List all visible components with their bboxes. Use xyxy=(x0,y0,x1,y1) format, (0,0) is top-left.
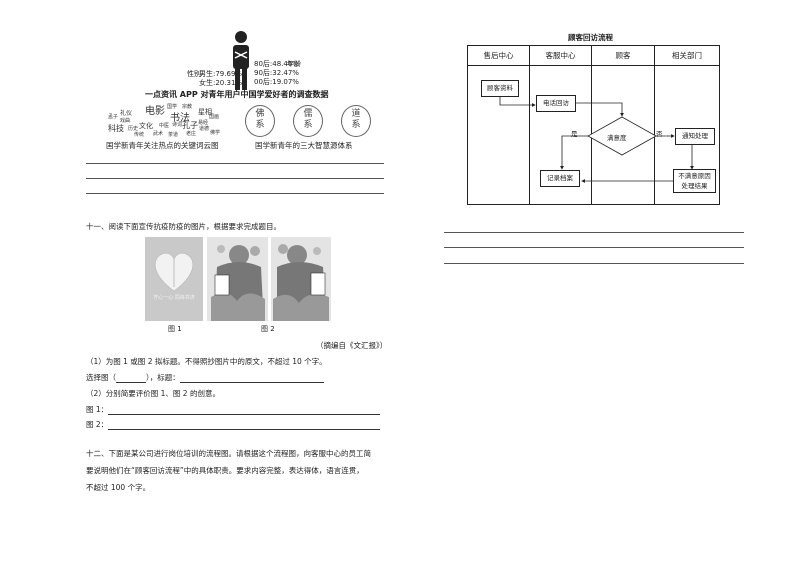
figure-2-left-image xyxy=(207,237,268,321)
system-label: 儒系 xyxy=(303,109,313,130)
door-god-icon xyxy=(271,237,331,321)
ans1-label: 图 1： xyxy=(86,405,109,414)
lane-header: 客服中心 xyxy=(529,45,592,66)
age-label: 年龄 xyxy=(287,60,301,68)
cloud-word: 礼仪 xyxy=(120,110,133,117)
node-customer-info: 顾客资料 xyxy=(481,80,519,97)
cloud-word: 孟子 xyxy=(108,114,119,120)
lane-label: 相关部门 xyxy=(672,51,702,60)
cloud-word: 茶道 xyxy=(168,132,179,138)
answer-line[interactable] xyxy=(444,263,744,264)
q11-ans2-row: 图 2： xyxy=(86,419,381,430)
system-buddhism: 佛系 xyxy=(245,105,275,137)
door-god-icon xyxy=(207,237,268,321)
node-record: 记录档案 xyxy=(540,170,580,187)
word-cloud: 礼仪 电影 国学 宗教 星相 书法 易经 戏曲 科技 历史 文化 中医 诗词 孔… xyxy=(106,100,226,138)
cloud-word: 历史 xyxy=(128,126,139,132)
age-00: 00后:19.07% xyxy=(254,78,299,86)
answer-line[interactable] xyxy=(86,193,384,194)
q11-choose-row: 选择图（ ），标题： xyxy=(86,372,324,383)
cloud-word: 老庄 xyxy=(186,131,197,137)
choose-label: 选择图（ xyxy=(86,373,116,382)
node-satisfaction: 满意度 xyxy=(607,134,627,142)
answer-line[interactable] xyxy=(86,163,384,164)
system-taoism: 道系 xyxy=(341,105,371,137)
cloud-word: 中医 xyxy=(159,123,170,129)
q11-sub1: （1）为图 1 或图 2 拟标题。不得照抄图片中的原文，不超过 10 个字。 xyxy=(86,357,327,366)
lane-label: 售后中心 xyxy=(483,51,514,60)
cloud-word: 书法 xyxy=(170,113,190,124)
ans2-blank[interactable] xyxy=(108,421,381,430)
lane-label: 顾客 xyxy=(615,51,631,60)
figure-2-caption: 图 2 xyxy=(261,325,275,333)
figure-1-image: 齐心一心 同舟共济 xyxy=(145,237,203,321)
survey-title: 一点资讯 APP 对青年用户中国学爱好者的调查数据 xyxy=(145,90,329,99)
cloud-word: 武术 xyxy=(153,131,164,137)
system-label: 道系 xyxy=(351,109,361,130)
answer-line[interactable] xyxy=(444,232,744,233)
lane-header: 顾客 xyxy=(591,45,655,66)
node-reason: 不满意原因 处理结果 xyxy=(673,169,716,193)
cloud-word: 宗教 xyxy=(182,104,193,110)
lane-header: 售后中心 xyxy=(467,45,530,66)
source-note: （摘编自《文汇报》） xyxy=(316,341,388,350)
gender-label: 性别 xyxy=(187,70,201,78)
choose-mid-label: ），标题： xyxy=(146,373,180,382)
choose-figure-blank[interactable] xyxy=(116,374,146,383)
lane-label: 客服中心 xyxy=(545,51,576,60)
cloud-word: 国画 xyxy=(209,114,220,120)
lane-header: 相关部门 xyxy=(654,45,720,66)
q12-line1: 十二、下面是某公司进行岗位培训的流程图。请根据这个流程图，向客服中心的员工简 xyxy=(86,449,371,458)
age-90: 90后:32.47% xyxy=(254,69,299,77)
flow-arrows xyxy=(499,97,694,183)
node-phone-visit: 电话回访 xyxy=(536,95,576,112)
answer-line[interactable] xyxy=(86,178,384,179)
ans2-label: 图 2： xyxy=(86,420,109,429)
q11-stem: 十一、阅读下面宣传抗疫防疫的图片，根据要求完成题目。 xyxy=(86,222,281,231)
gender-female: 女生:20.31% xyxy=(199,79,243,87)
no-label: 否 xyxy=(656,130,663,138)
cloud-word: 文化 xyxy=(139,122,153,130)
cloud-word: 星相 xyxy=(198,108,212,116)
cloud-word: 传统 xyxy=(134,132,145,138)
cloud-word: 电影 xyxy=(145,106,165,117)
cloud-word: 国学 xyxy=(167,104,178,110)
flowchart-title: 顾客回访流程 xyxy=(568,33,613,42)
systems-caption: 国学新青年的三大智慧源体系 xyxy=(255,141,353,150)
q11-ans1-row: 图 1： xyxy=(86,404,381,415)
figure-1-text: 齐心一心 同舟共济 xyxy=(153,295,195,301)
wordcloud-caption: 国学新青年关注热点的关键词云图 xyxy=(106,141,219,150)
yes-label: 是 xyxy=(571,130,578,138)
figure-1-caption: 图 1 xyxy=(168,325,182,333)
system-label: 佛系 xyxy=(255,109,265,130)
node-notify: 通知处理 xyxy=(675,128,715,145)
person-icon xyxy=(233,31,249,90)
cloud-word: 道德 xyxy=(199,126,210,132)
q12-line2: 要说明他们在“顾客回访流程”中的具体职责。要求内容完整，表达得体，语言连贯， xyxy=(86,466,364,475)
ans1-blank[interactable] xyxy=(108,406,381,415)
gender-male: 男生:79.69% xyxy=(199,70,243,78)
cloud-word: 科技 xyxy=(108,124,124,133)
cloud-word: 戏曲 xyxy=(120,118,131,124)
q12-line3: 不超过 100 个字。 xyxy=(86,483,151,492)
system-confucianism: 儒系 xyxy=(293,105,323,137)
age-80: 80后:48.46% xyxy=(254,60,299,68)
cloud-word: 诗词 xyxy=(172,122,183,128)
cloud-word: 孔子 xyxy=(182,121,198,130)
heart-icon xyxy=(154,252,194,292)
cloud-word: 佛学 xyxy=(210,130,221,136)
cloud-word: 易经 xyxy=(198,120,209,126)
answer-line[interactable] xyxy=(444,247,744,248)
figure-2-right-image xyxy=(271,237,331,321)
q11-sub2: （2）分别简要评价图 1、图 2 的创意。 xyxy=(86,389,220,398)
title-blank[interactable] xyxy=(179,374,324,383)
decision-diamond xyxy=(587,116,657,156)
